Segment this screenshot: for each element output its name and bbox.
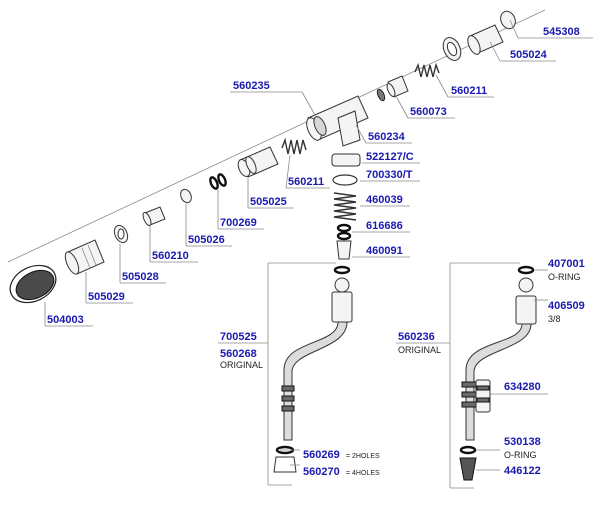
part-label-560210: 560210 [152,250,189,262]
part-label-560234: 560234 [368,131,406,143]
note-thread-size: 3/8 [548,314,561,324]
part-label-700269: 700269 [220,217,257,229]
part-560211-spring-lower [281,137,307,155]
part-label-545308: 545308 [543,26,580,38]
part-label-460091: 460091 [366,245,403,257]
part-label-616686: 616686 [366,220,403,232]
part-560234-body [306,95,369,147]
part-label-700330t: 700330/T [366,169,413,181]
part-label-560269: 560269 [303,449,340,461]
part-label-505028: 505028 [122,271,159,283]
part-label-407001: 407001 [548,258,585,270]
part-label-505025: 505025 [250,196,287,208]
part-616686-oring [336,223,352,241]
note-oring-top: O-RING [548,272,581,282]
part-label-460039: 460039 [366,194,403,206]
part-label-446122: 446122 [504,465,541,477]
part-505024-washer [442,37,462,61]
part-505029-nut [64,239,105,275]
part-label-505024: 505024 [510,49,548,61]
part-label-634280: 634280 [504,381,541,393]
note-four-holes: = 4HOLES [346,470,380,477]
part-label-406509: 406509 [548,300,585,312]
note-oring-bottom: O-RING [504,450,537,460]
note-original-left: ORIGINAL [220,360,263,370]
part-label-560235: 560235 [233,80,270,92]
part-label-560211-upper: 560211 [451,85,487,97]
part-560210-pin [142,206,166,227]
part-560073-cylinder [376,75,409,102]
part-label-505026: 505026 [188,234,225,246]
part-label-560270: 560270 [303,466,340,478]
part-460091-insert [336,240,352,260]
assembly-axis-line [7,9,546,263]
leader-lines [44,19,593,489]
left-wand-assembly [273,265,353,473]
part-700269-orings [209,173,227,190]
part-560211-spring-upper [414,62,440,78]
part-label-560268: 560268 [220,348,257,360]
part-label-700525: 700525 [220,331,257,343]
part-505026-bushing [180,188,192,204]
note-original-right: ORIGINAL [398,345,441,355]
part-505025-sleeve [237,146,279,178]
part-504003-knob [9,264,57,304]
part-522127-nut [331,153,361,167]
part-label-504003: 504003 [47,314,84,326]
part-460039-spring [333,192,357,221]
part-label-530138: 530138 [504,436,541,448]
part-label-522127c: 522127/C [366,151,414,163]
note-two-holes: = 2HOLES [346,453,380,460]
right-wand-assembly [459,265,537,481]
part-700330-gasket [332,174,358,186]
part-label-560073: 560073 [410,106,447,118]
part-505028-washer [113,224,129,244]
part-label-505029: 505029 [88,291,125,303]
part-label-560211-lower: 560211 [288,176,324,188]
part-label-560236: 560236 [398,331,435,343]
